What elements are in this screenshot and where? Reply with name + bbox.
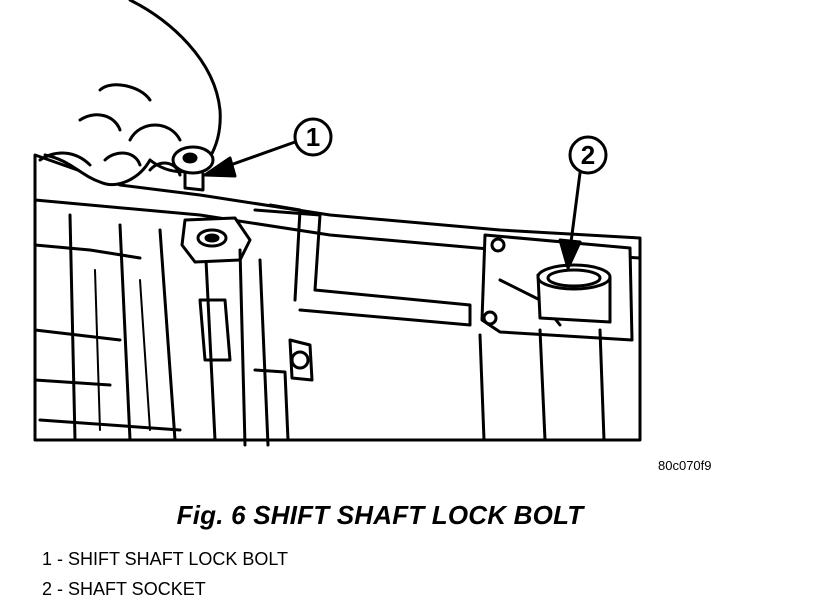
shift-rail	[198, 203, 472, 447]
figure-caption: Fig. 6 SHIFT SHAFT LOCK BOLT	[176, 500, 584, 530]
callout-2	[558, 135, 608, 270]
legend-item-2: 2 - SHAFT SOCKET	[42, 579, 206, 599]
legend: 1 - SHIFT SHAFT LOCK BOLT 2 - SHAFT SOCK…	[42, 544, 288, 604]
legend-item-1: 1 - SHIFT SHAFT LOCK BOLT	[42, 549, 289, 569]
lock-bolt	[171, 145, 215, 192]
hand	[38, 0, 222, 187]
callout-1	[203, 117, 333, 178]
transmission-illustration: 1 2	[33, 0, 642, 447]
callout-2-number: 2	[581, 140, 595, 170]
callout-1-number: 1	[306, 122, 320, 152]
figure-code: 80c070f9	[658, 458, 712, 473]
shaft-socket	[536, 263, 612, 324]
